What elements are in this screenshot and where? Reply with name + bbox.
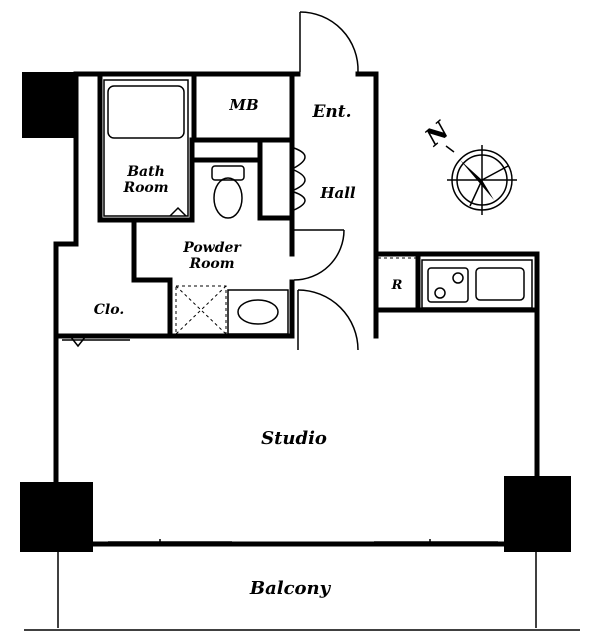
entrance-door (299, 11, 359, 73)
room-label-bath-1: Bath (126, 164, 165, 180)
balcony-railing (24, 552, 580, 631)
balcony-window (108, 539, 498, 546)
room-label-refrigerator: R (391, 278, 403, 293)
washing-machine-space (175, 285, 227, 335)
interior-walls (55, 71, 538, 339)
column-top-left (22, 72, 76, 138)
room-label-hall: Hall (319, 184, 356, 202)
hall-closet-door (293, 147, 306, 211)
refrigerator-space (377, 257, 417, 309)
room-label-studio: Studio (261, 428, 327, 449)
toilet (211, 165, 245, 219)
studio-door (297, 289, 359, 351)
bathtub (103, 79, 189, 217)
wash-basin (227, 289, 289, 335)
column-bottom-right (504, 476, 571, 552)
room-label-powder-1: Powder (182, 240, 242, 256)
room-label-mb: MB (228, 96, 258, 114)
room-label-balcony: Balcony (249, 578, 332, 599)
compass-north-label: N (418, 115, 455, 153)
outer-walls (53, 71, 540, 547)
room-label-entrance: Ent. (311, 102, 351, 122)
column-bottom-left (20, 482, 93, 552)
room-label-bath-2: Room (122, 180, 168, 196)
room-label-closet: Clo. (94, 302, 124, 318)
powder-door (293, 229, 345, 281)
room-label-powder-2: Room (188, 256, 234, 272)
compass-icon (445, 145, 517, 215)
closet-door (62, 335, 130, 348)
kitchen-counter (421, 259, 533, 309)
